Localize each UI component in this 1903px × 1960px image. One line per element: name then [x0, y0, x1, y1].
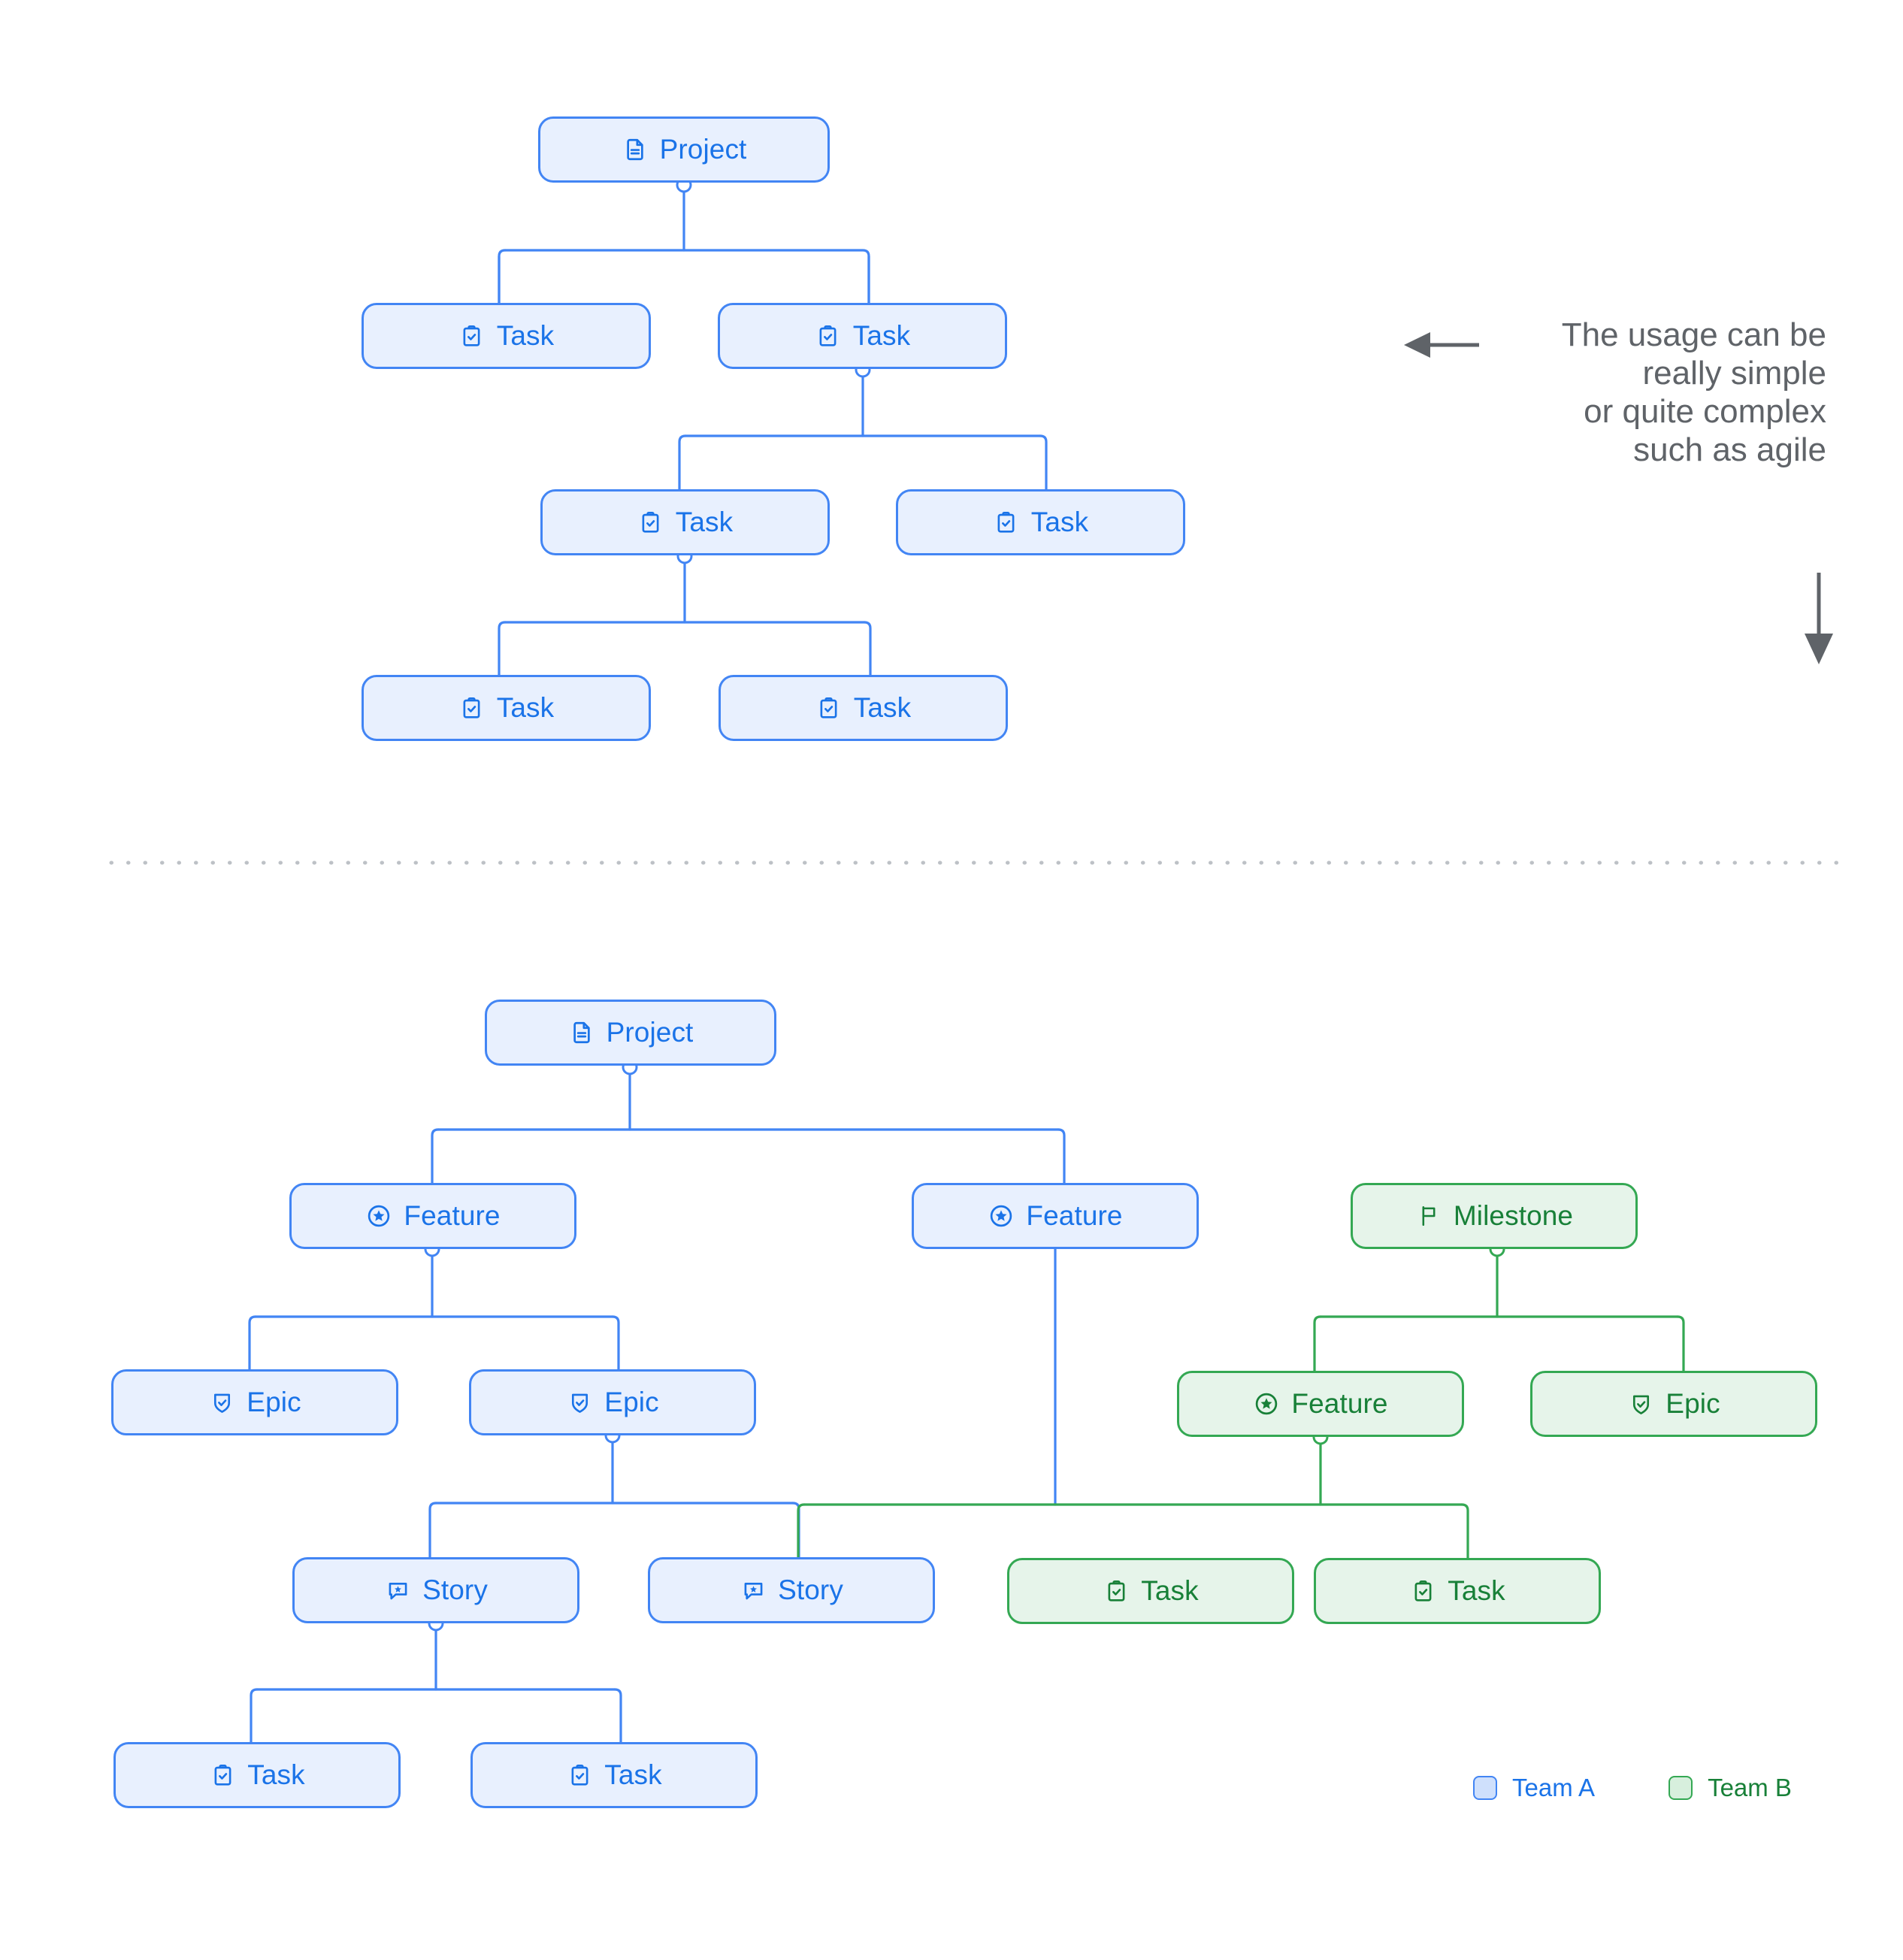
edge-green-bus-r [1460, 1503, 1469, 1562]
annotation-line-1: The usage can be [1561, 316, 1826, 353]
clipboard-check-icon [458, 322, 486, 349]
edge-bus2-left [678, 434, 687, 496]
node-label: Story [422, 1574, 488, 1605]
node-epic[interactable]: Epic [469, 1369, 756, 1435]
edge-bus-top1-left [498, 249, 507, 310]
node-epic[interactable]: Epic [1530, 1371, 1817, 1437]
node-task[interactable]: Task [1007, 1558, 1294, 1624]
legend-label: Team A [1512, 1774, 1596, 1801]
edge-bproject-bus-r [1057, 1128, 1066, 1185]
star-circle-icon [365, 1202, 392, 1230]
node-label: Task [1448, 1575, 1505, 1606]
shield-check-icon [1627, 1390, 1654, 1417]
node-feature[interactable]: Feature [1177, 1371, 1464, 1437]
edge-bus3-right [863, 621, 872, 682]
clipboard-check-icon [815, 694, 843, 721]
node-epic[interactable]: Epic [111, 1369, 398, 1435]
legend-swatch-green [1669, 1776, 1693, 1800]
node-label: Task [853, 692, 912, 723]
node-label: Feature [1291, 1388, 1388, 1419]
node-label: Epic [1666, 1388, 1720, 1419]
node-task[interactable]: Task [896, 489, 1185, 555]
node-story[interactable]: Story [648, 1557, 935, 1623]
node-task[interactable]: Task [540, 489, 830, 555]
node-feature[interactable]: Feature [912, 1183, 1199, 1249]
annotation-line-3: or quite complex [1584, 393, 1826, 431]
node-label: Task [852, 320, 911, 351]
shield-check-icon [566, 1389, 593, 1416]
legend-item-team-b[interactable]: Team B [1669, 1774, 1792, 1802]
edge-story1-bus-l [250, 1688, 259, 1747]
legend-label: Team B [1708, 1774, 1792, 1801]
star-circle-icon [988, 1202, 1015, 1230]
star-circle-icon [1253, 1390, 1280, 1417]
node-label: Story [778, 1574, 843, 1605]
node-label: Milestone [1453, 1200, 1574, 1231]
document-icon [622, 136, 649, 163]
node-label: Epic [604, 1387, 659, 1417]
edge-feat1-bus-l [248, 1315, 257, 1373]
node-label: Task [1141, 1575, 1199, 1606]
comment-star-icon [384, 1577, 411, 1604]
comment-star-icon [740, 1577, 767, 1604]
clipboard-check-icon [1409, 1577, 1436, 1605]
legend-item-team-a[interactable]: Team A [1473, 1774, 1595, 1802]
edge-bus3-left [498, 621, 507, 682]
clipboard-check-icon [209, 1762, 236, 1789]
arrow-down-icon [1805, 573, 1833, 664]
node-task[interactable]: Task [362, 675, 651, 741]
edge-milestone-bus-l [1313, 1315, 1322, 1373]
edge-epic2-bus-r [791, 1502, 800, 1560]
node-label: Task [247, 1759, 305, 1790]
annotation-text: The usage can be really simple or quite … [1428, 316, 1826, 469]
clipboard-check-icon [458, 694, 486, 721]
annotation-line-4: such as agile [1633, 431, 1826, 469]
node-task[interactable]: Task [362, 303, 651, 369]
node-task[interactable]: Task [470, 1742, 758, 1808]
clipboard-check-icon [566, 1762, 593, 1789]
edge-green-bus-l [797, 1503, 806, 1562]
edge-bproject-bus-l [431, 1128, 440, 1185]
shield-check-icon [208, 1389, 235, 1416]
edge-bus2-right [1039, 434, 1048, 496]
annotation-line-2: really simple [1642, 355, 1826, 392]
node-label: Epic [247, 1387, 301, 1417]
edge-milestone-bus-r [1676, 1315, 1685, 1373]
clipboard-check-icon [1103, 1577, 1130, 1605]
node-project[interactable]: Project [485, 1000, 776, 1066]
node-label: Task [496, 692, 555, 723]
document-icon [568, 1019, 595, 1046]
edge-bus-top1 [504, 249, 870, 310]
flag-icon [1415, 1202, 1442, 1230]
node-task[interactable]: Task [718, 303, 1007, 369]
node-task[interactable]: Task [113, 1742, 401, 1808]
clipboard-check-icon [993, 509, 1020, 536]
node-task[interactable]: Task [1314, 1558, 1601, 1624]
clipboard-check-icon [637, 509, 664, 536]
node-milestone[interactable]: Milestone [1351, 1183, 1638, 1249]
edge-epic2-bus-l [428, 1502, 437, 1560]
node-label: Task [604, 1759, 662, 1790]
legend-swatch-blue [1473, 1776, 1497, 1800]
node-task[interactable]: Task [719, 675, 1008, 741]
edge-story1-bus-r [613, 1688, 622, 1747]
node-label: Project [659, 134, 747, 165]
node-story[interactable]: Story [292, 1557, 579, 1623]
node-label: Task [496, 320, 555, 351]
edge-feat1-bus-r [611, 1315, 620, 1373]
clipboard-check-icon [815, 322, 842, 349]
node-label: Feature [1026, 1200, 1123, 1231]
node-label: Project [606, 1017, 694, 1048]
node-label: Task [675, 507, 734, 537]
legend: Team A Team B [1473, 1774, 1792, 1802]
node-label: Task [1030, 507, 1089, 537]
node-label: Feature [404, 1200, 501, 1231]
node-project[interactable]: Project [538, 116, 830, 183]
node-feature[interactable]: Feature [289, 1183, 576, 1249]
